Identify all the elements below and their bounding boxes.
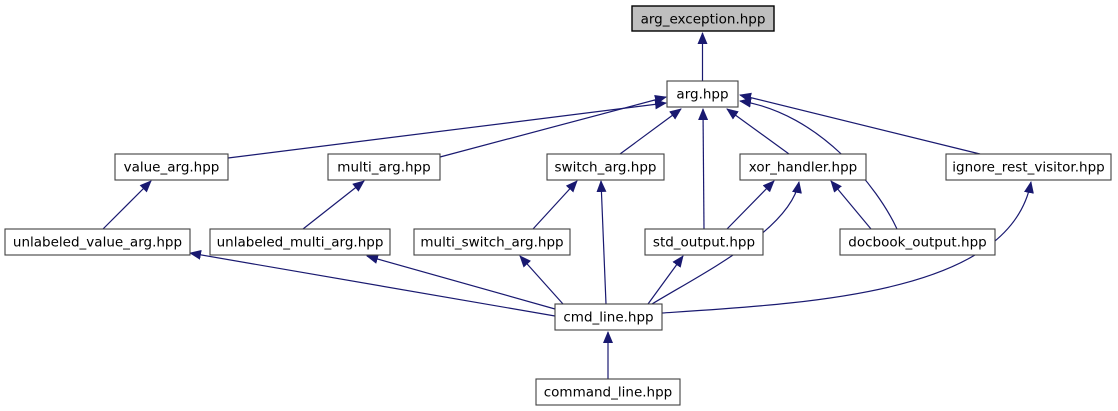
node-label-value_arg: value_arg.hpp bbox=[124, 160, 220, 176]
node-arg[interactable]: arg.hpp bbox=[666, 80, 739, 108]
edge-unlabeled_value_arg-value_arg bbox=[102, 180, 152, 230]
node-box-ignore_rest_visitor bbox=[945, 153, 1112, 181]
edge-multi_arg-arg bbox=[439, 94, 667, 158]
edge-std_output-xor_handler bbox=[726, 180, 775, 230]
node-command_line[interactable]: command_line.hpp bbox=[535, 378, 681, 406]
edge-multi_switch_arg-switch_arg bbox=[532, 180, 578, 230]
node-switch_arg[interactable]: switch_arg.hpp bbox=[546, 153, 665, 181]
node-box-arg bbox=[666, 80, 739, 108]
node-box-command_line bbox=[535, 378, 681, 406]
node-label-xor_handler: xor_handler.hpp bbox=[749, 160, 857, 176]
node-label-command_line: command_line.hpp bbox=[544, 385, 672, 401]
node-arg_exception: arg_exception.hpp bbox=[631, 5, 775, 32]
node-docbook_output[interactable]: docbook_output.hpp bbox=[839, 228, 996, 256]
node-value_arg[interactable]: value_arg.hpp bbox=[114, 153, 229, 181]
node-label-multi_arg: multi_arg.hpp bbox=[337, 160, 430, 176]
node-xor_handler[interactable]: xor_handler.hpp bbox=[739, 153, 867, 181]
node-box-multi_arg bbox=[327, 153, 441, 181]
node-label-unlabeled_multi_arg: unlabeled_multi_arg.hpp bbox=[217, 235, 384, 251]
node-label-ignore_rest_visitor: ignore_rest_visitor.hpp bbox=[952, 160, 1104, 176]
node-label-docbook_output: docbook_output.hpp bbox=[848, 235, 986, 251]
edge-cmd_line-unlabeled_multi_arg bbox=[366, 254, 556, 310]
node-box-value_arg bbox=[114, 153, 229, 181]
edge-cmd_line-multi_switch_arg bbox=[519, 255, 564, 305]
node-box-arg_exception bbox=[631, 5, 775, 32]
node-box-unlabeled_multi_arg bbox=[209, 228, 391, 256]
node-label-switch_arg: switch_arg.hpp bbox=[555, 160, 657, 176]
edge-std_output-arg bbox=[698, 108, 709, 230]
edge-unlabeled_multi_arg-multi_arg bbox=[302, 180, 365, 230]
node-box-std_output bbox=[644, 228, 764, 256]
edge-value_arg-arg bbox=[227, 99, 667, 159]
node-multi_switch_arg[interactable]: multi_switch_arg.hpp bbox=[413, 228, 571, 256]
node-unlabeled_value_arg[interactable]: unlabeled_value_arg.hpp bbox=[4, 228, 191, 256]
node-layer: arg_exception.hpp arg.hpp value_arg.hpp … bbox=[4, 5, 1112, 406]
edge-cmd_line-switch_arg bbox=[596, 180, 607, 305]
node-box-cmd_line bbox=[554, 303, 663, 331]
node-std_output[interactable]: std_output.hpp bbox=[644, 228, 764, 256]
edge-switch_arg-arg bbox=[619, 108, 682, 155]
node-label-unlabeled_value_arg: unlabeled_value_arg.hpp bbox=[13, 235, 182, 251]
edge-cmd_line-std_output bbox=[647, 255, 684, 305]
node-label-arg_exception: arg_exception.hpp bbox=[641, 12, 766, 28]
node-unlabeled_multi_arg[interactable]: unlabeled_multi_arg.hpp bbox=[209, 228, 391, 256]
edge-cmd_line-ignore_rest_visitor bbox=[661, 181, 1034, 314]
edge-cmd_line-unlabeled_value_arg bbox=[189, 249, 556, 317]
node-multi_arg[interactable]: multi_arg.hpp bbox=[327, 153, 441, 181]
node-box-multi_switch_arg bbox=[413, 228, 571, 256]
node-cmd_line[interactable]: cmd_line.hpp bbox=[554, 303, 663, 331]
edge-xor_handler-arg bbox=[726, 108, 790, 155]
node-label-cmd_line: cmd_line.hpp bbox=[563, 310, 653, 326]
node-box-docbook_output bbox=[839, 228, 996, 256]
edge-docbook_output-xor_handler bbox=[830, 180, 872, 230]
node-label-multi_switch_arg: multi_switch_arg.hpp bbox=[420, 235, 563, 251]
node-box-xor_handler bbox=[739, 153, 867, 181]
node-box-switch_arg bbox=[546, 153, 665, 181]
node-label-std_output: std_output.hpp bbox=[653, 235, 755, 251]
edge-ignore_rest_visitor-arg bbox=[739, 92, 981, 155]
node-ignore_rest_visitor[interactable]: ignore_rest_visitor.hpp bbox=[945, 153, 1112, 181]
node-box-unlabeled_value_arg bbox=[4, 228, 191, 256]
node-label-arg: arg.hpp bbox=[676, 87, 728, 103]
